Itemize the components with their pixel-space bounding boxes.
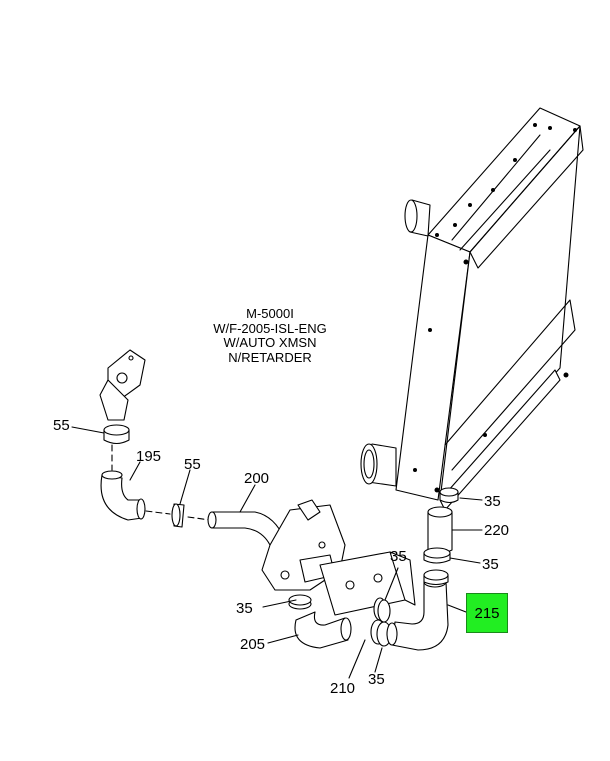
hose-clamp-center	[373, 597, 391, 623]
hose-clamp-left	[288, 594, 312, 610]
clamp-35-right-low	[423, 569, 449, 586]
thermostat-housing	[99, 349, 146, 421]
water-pump-housing	[261, 499, 416, 616]
elbow-hose-195	[100, 470, 146, 521]
radiator-assembly	[360, 107, 584, 511]
callout-35-left: 35	[236, 600, 253, 617]
clamp-35-right-top	[439, 487, 459, 504]
note-line-4: N/RETARDER	[228, 349, 312, 365]
note-line-2: W/F-2005-ISL-ENG	[213, 320, 327, 336]
elbow-hose-205	[294, 611, 352, 649]
callout-210: 210	[330, 680, 356, 697]
callout-35-right-mid: 35	[482, 556, 499, 573]
callout-35-bottom: 35	[368, 671, 385, 688]
configuration-note: M-5000I W/F-2005-ISL-ENG W/AUTO XMSN N/R…	[205, 306, 335, 365]
callout-215-label: 215	[474, 604, 500, 622]
coupling-55-middle	[171, 503, 185, 528]
coupling-55-upper	[103, 424, 130, 445]
callout-195: 195	[136, 448, 162, 465]
callout-200: 200	[244, 470, 270, 487]
note-line-3: W/AUTO XMSN	[223, 335, 317, 350]
note-line-1: M-5000I	[246, 306, 294, 321]
callout-55-upper: 55	[53, 417, 70, 434]
pipe-220	[427, 506, 453, 554]
callout-35-right-top: 35	[484, 493, 501, 510]
highlighted-part-215[interactable]: 215	[466, 593, 508, 633]
callout-205: 205	[240, 636, 266, 653]
callout-220: 220	[484, 522, 510, 539]
leader-lines	[71, 426, 483, 679]
callout-55-middle: 55	[184, 456, 201, 473]
clamp-35-right-mid	[423, 547, 451, 564]
callout-35-center: 35	[390, 548, 407, 565]
